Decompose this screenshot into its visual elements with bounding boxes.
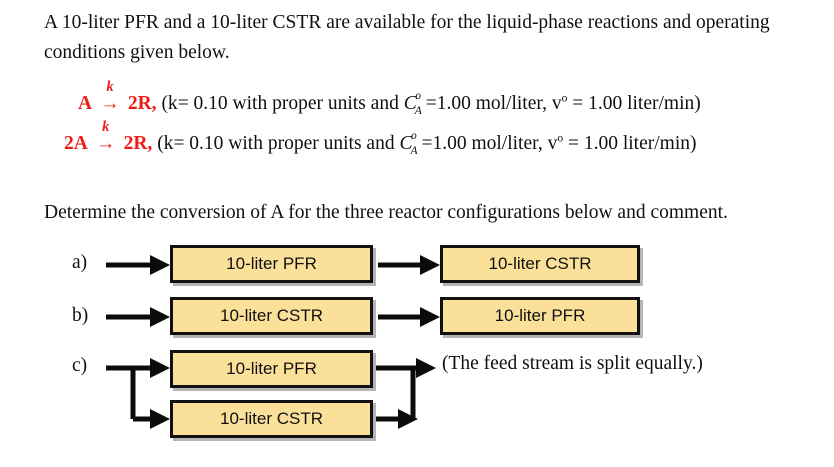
reactor-box-a-2[interactable]: 10-liter CSTR	[440, 245, 640, 283]
reaction-2-flow-symbol: v	[547, 133, 558, 154]
reaction-equation-1: A k → 2R, (k= 0.10 with proper units and…	[78, 79, 701, 117]
reaction-1-rate-constant-label: k	[106, 79, 114, 95]
reaction-1-conc-value: =1.00 mol/liter,	[425, 93, 547, 114]
reaction-2-flow-superscript: o	[557, 132, 564, 145]
reaction-1-conditions-open: (k	[161, 93, 178, 114]
config-label-a: a)	[72, 252, 88, 273]
reaction-2-conc-base: C	[399, 133, 413, 154]
reaction-2-conditions-open: (k	[157, 133, 174, 154]
reaction-1-flow-value: = 1.00 liter/min)	[572, 93, 701, 114]
reaction-2-conc-value: =1.00 mol/liter,	[421, 133, 543, 154]
row-c-feed-split-icon	[106, 358, 170, 429]
reaction-2-conc-subscript: A	[410, 145, 418, 157]
reactor-box-c-1[interactable]: 10-liter PFR	[170, 350, 373, 388]
determine-instruction: Determine the conversion of A for the th…	[44, 202, 728, 223]
reaction-2-flow-value: = 1.00 liter/min)	[567, 133, 697, 154]
reaction-2-reactant: 2A	[64, 133, 88, 154]
reaction-1-conditions-equals: = 0.10 with proper units and	[177, 93, 399, 114]
reaction-2-conc-superscript: o	[410, 130, 417, 142]
reaction-1-conc-base: C	[403, 93, 417, 114]
reaction-2-arrow-group: k →	[93, 119, 119, 156]
row-b-feed-arrow-icon	[106, 307, 170, 327]
intro-paragraph: A 10-liter PFR and a 10-liter CSTR are a…	[44, 12, 770, 63]
reaction-1-arrow-group: k →	[97, 79, 123, 116]
reaction-1-flow-superscript: o	[561, 92, 568, 105]
reaction-2-rate-constant-label: k	[102, 119, 110, 135]
reaction-1-conc-superscript: o	[415, 90, 421, 102]
row-b-middle-arrow-icon	[378, 307, 440, 327]
reaction-equation-2: 2A k → 2R, (k= 0.10 with proper units an…	[64, 119, 697, 157]
reactor-box-c-2[interactable]: 10-liter CSTR	[170, 400, 373, 438]
config-label-b: b)	[72, 305, 89, 326]
reactor-box-b-1[interactable]: 10-liter CSTR	[170, 297, 373, 335]
reactor-box-a-1[interactable]: 10-liter PFR	[170, 245, 373, 283]
reaction-1-reactant: A	[78, 93, 93, 114]
config-label-c: c)	[72, 355, 88, 376]
reaction-1-conc-subscript: A	[414, 105, 422, 117]
row-a-feed-arrow-icon	[106, 255, 170, 275]
reactor-box-b-2[interactable]: 10-liter PFR	[440, 297, 640, 335]
reaction-1-product: 2R,	[127, 93, 157, 114]
row-a-middle-arrow-icon	[378, 255, 440, 275]
split-feed-note: (The feed stream is split equally.)	[442, 353, 703, 374]
row-c-outlet-merge-icon	[376, 358, 436, 429]
reaction-1-arrow-icon: →	[100, 93, 120, 114]
reaction-1-flow-symbol: v	[551, 93, 562, 114]
reaction-2-product: 2R,	[123, 133, 153, 154]
reaction-2-arrow-icon: →	[96, 133, 116, 154]
reaction-2-conditions-equals: = 0.10 with proper units and	[173, 133, 395, 154]
